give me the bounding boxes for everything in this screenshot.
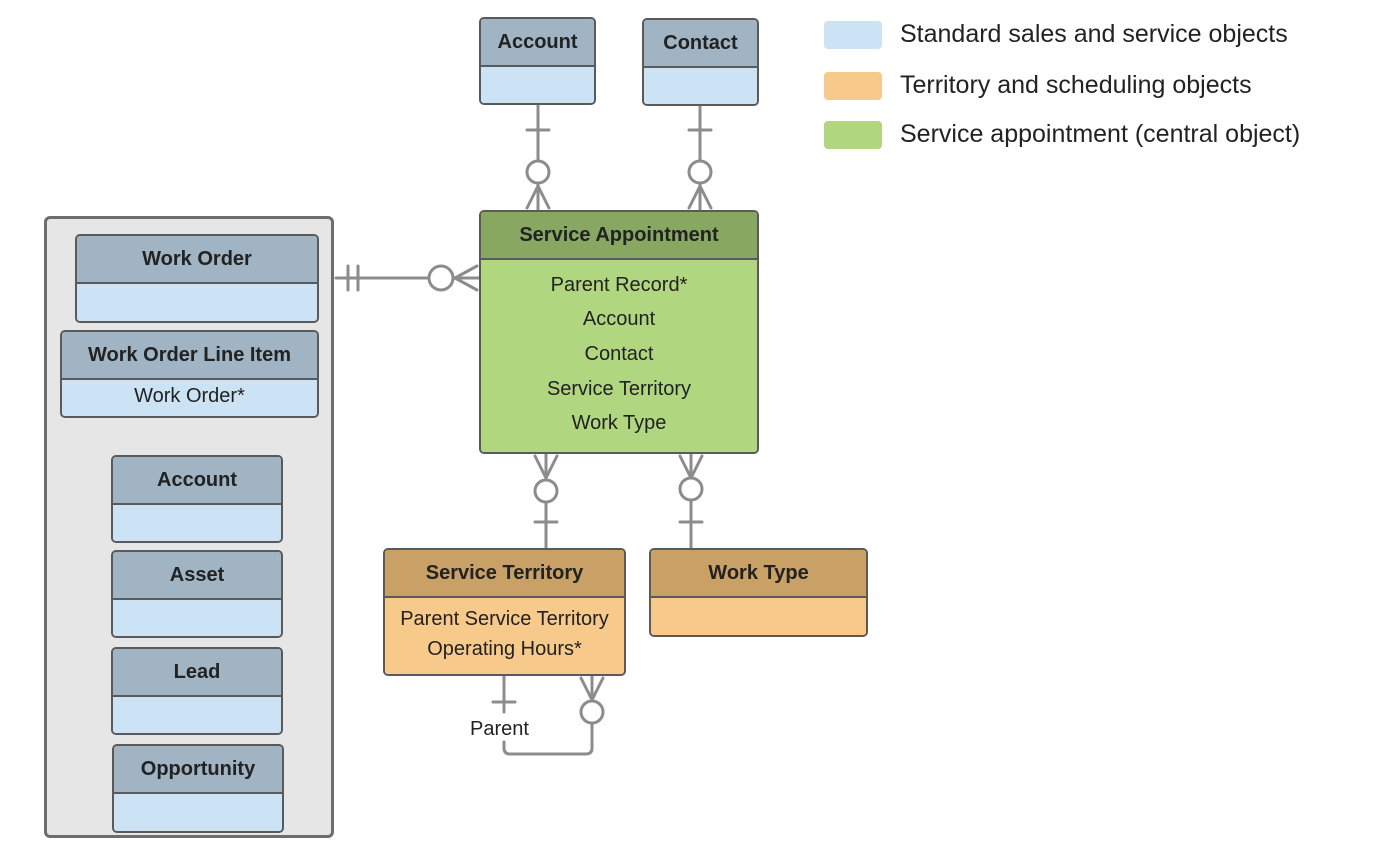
field-service-territory: Service Territory: [546, 377, 692, 400]
entity-title: Work Type: [651, 550, 866, 598]
legend-item-territory: Territory and scheduling objects: [824, 71, 1252, 100]
entity-body: Parent Service Territory Operating Hours…: [385, 598, 624, 674]
connector-parent-record-to-service-appointment: [334, 264, 482, 292]
entity-title: Account: [113, 457, 281, 505]
entity-body: [481, 67, 594, 103]
entity-body: [644, 68, 757, 104]
field-contact: Contact: [584, 342, 654, 365]
legend-swatch-green: [824, 120, 882, 149]
entity-title: Service Territory: [385, 550, 624, 598]
entity-title: Work Order Line Item: [62, 332, 317, 380]
field-work-type: Work Type: [571, 412, 667, 435]
entity-service-appointment[interactable]: Service Appointment Parent Record* Accou…: [479, 210, 759, 454]
entity-title: Account: [481, 19, 594, 67]
legend-item-standard: Standard sales and service objects: [824, 20, 1288, 49]
legend-swatch-blue: [824, 20, 882, 49]
entity-opportunity[interactable]: Opportunity: [112, 744, 284, 833]
field-operating-hours: Operating Hours*: [427, 638, 582, 661]
entity-title: Work Order: [77, 236, 317, 284]
entity-title: Service Appointment: [481, 212, 757, 260]
connector-account-to-service-appointment: [525, 102, 551, 214]
entity-body: [77, 284, 317, 321]
entity-work-order-line-item[interactable]: Work Order Line Item Work Order*: [60, 330, 319, 418]
entity-account-group[interactable]: Account: [111, 455, 283, 543]
entity-body: [651, 598, 866, 635]
entity-work-order[interactable]: Work Order: [75, 234, 319, 323]
field-parent-record: Parent Record*: [550, 273, 688, 296]
entity-body: Work Order*: [62, 380, 317, 416]
connector-service-territory-self-parent: [491, 673, 605, 756]
field-parent-service-territory: Parent Service Territory: [400, 607, 609, 630]
entity-service-territory[interactable]: Service Territory Parent Service Territo…: [383, 548, 626, 676]
legend-swatch-orange: [824, 71, 882, 100]
field-account: Account: [582, 308, 656, 331]
legend-item-service-appointment: Service appointment (central object): [824, 120, 1300, 149]
connector-contact-to-service-appointment: [687, 102, 713, 214]
connector-service-appointment-to-work-type: [678, 452, 704, 552]
entity-body: Parent Record* Account Contact Service T…: [481, 260, 757, 452]
entity-lead[interactable]: Lead: [111, 647, 283, 735]
entity-body: [113, 697, 281, 733]
legend-label: Service appointment (central object): [900, 120, 1301, 148]
entity-title: Opportunity: [114, 746, 282, 794]
entity-title: Lead: [113, 649, 281, 697]
entity-asset[interactable]: Asset: [111, 550, 283, 638]
entity-body: [113, 505, 281, 541]
entity-title: Asset: [113, 552, 281, 600]
entity-title: Contact: [644, 20, 757, 68]
connector-service-appointment-to-service-territory: [533, 452, 559, 552]
entity-body: [113, 600, 281, 636]
entity-account-top[interactable]: Account: [479, 17, 596, 105]
entity-contact-top[interactable]: Contact: [642, 18, 759, 106]
entity-work-type[interactable]: Work Type: [649, 548, 868, 637]
legend-label: Standard sales and service objects: [900, 20, 1288, 48]
field-work-order: Work Order*: [134, 385, 245, 407]
relationship-label-parent: Parent: [470, 718, 529, 740]
entity-body: [114, 794, 282, 831]
legend-label: Territory and scheduling objects: [900, 71, 1252, 99]
